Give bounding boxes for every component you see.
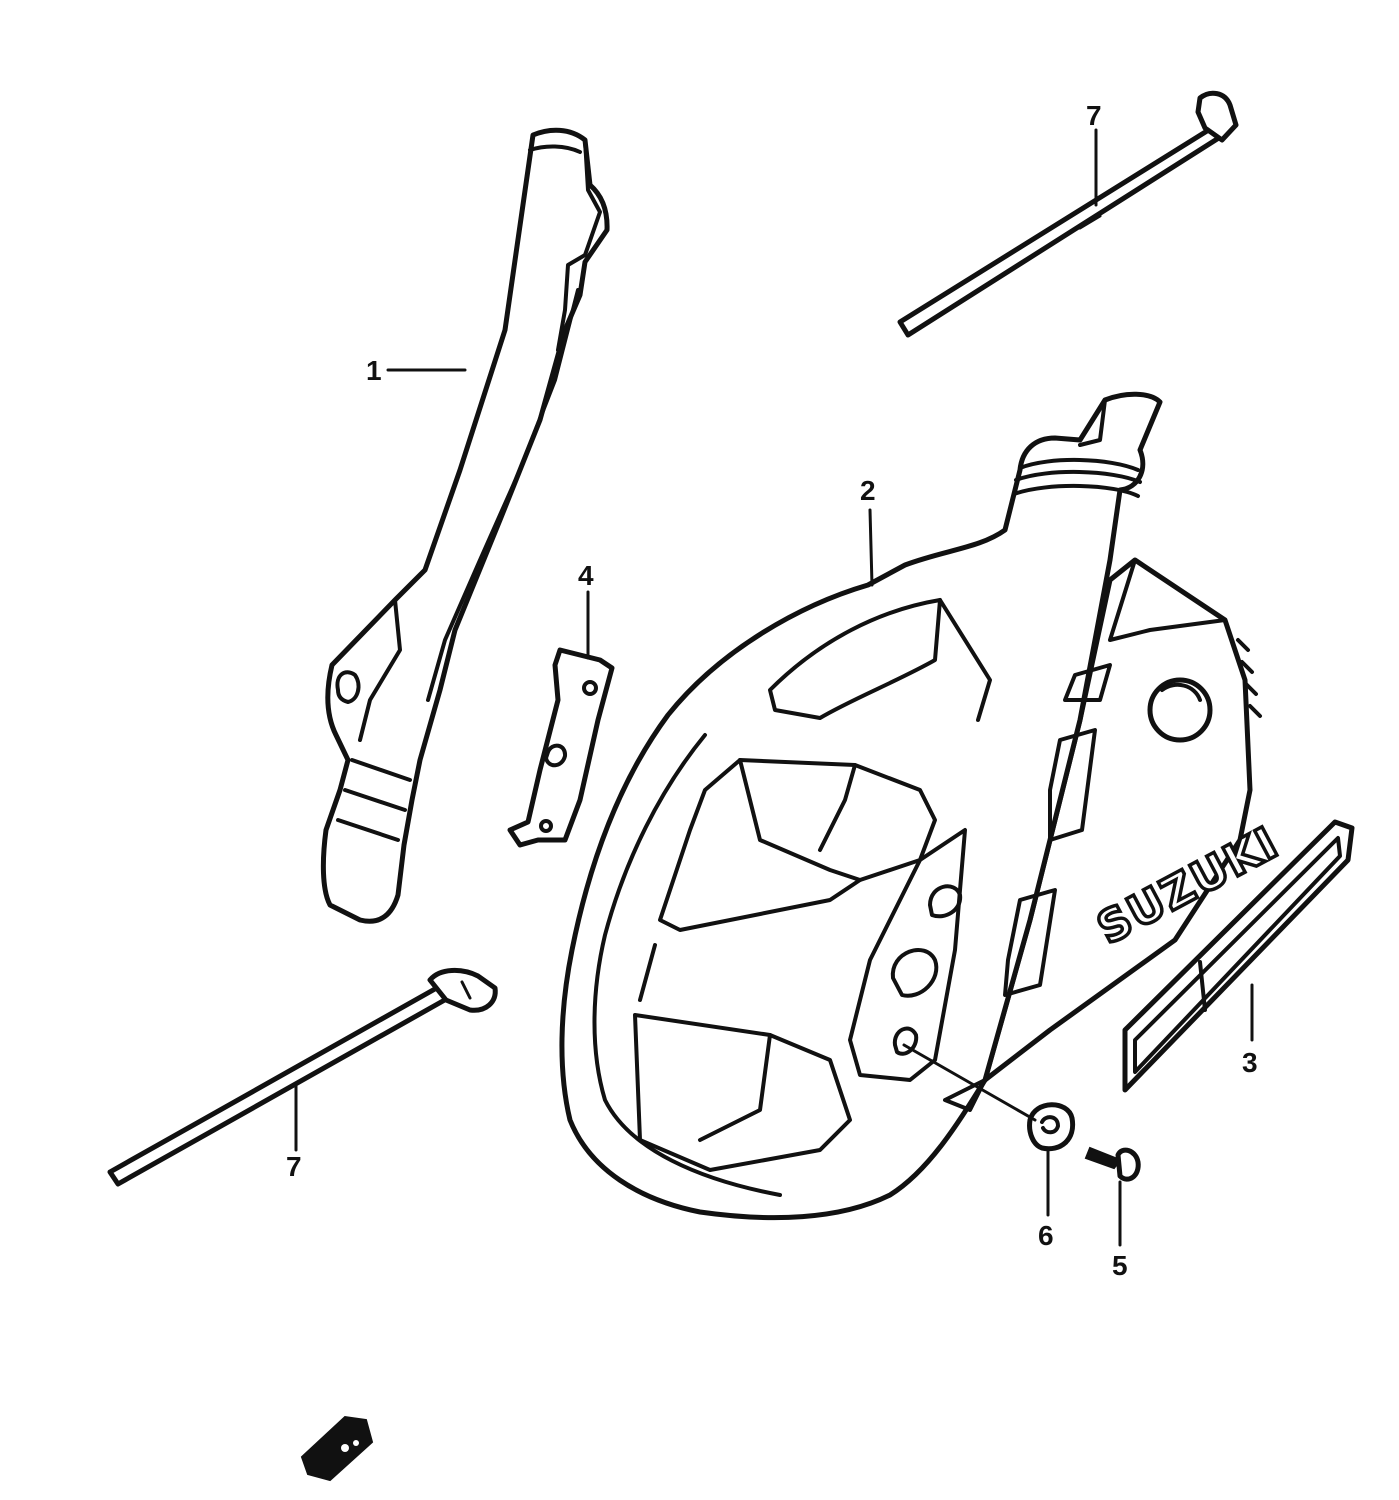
part-3-emblem-strip: [1122, 819, 1355, 1093]
part-7-rod-upper: [897, 90, 1239, 338]
callout-1: 1: [366, 355, 382, 386]
part-2-fairing-shell: [559, 391, 1262, 1221]
part-4-bracket: [507, 647, 615, 848]
callout-2: 2: [860, 475, 876, 506]
callout-7-upper: 7: [1086, 100, 1102, 131]
callout-4: 4: [578, 560, 594, 591]
part-6-washer: [1027, 1102, 1076, 1152]
callout-7-lower: 7: [286, 1151, 302, 1182]
leader-lines: [294, 128, 1254, 1247]
part-5-screw: [1084, 1146, 1141, 1182]
callout-3: 3: [1242, 1047, 1258, 1078]
callout-5: 5: [1112, 1250, 1128, 1281]
part-1-frame-cover: [320, 127, 610, 924]
callout-labels: 1 2 3 4 5 6 7 7: [286, 100, 1258, 1281]
callout-6: 6: [1038, 1220, 1054, 1251]
small-clip-part: [300, 1415, 374, 1482]
part-7-rod-lower: [107, 968, 498, 1187]
